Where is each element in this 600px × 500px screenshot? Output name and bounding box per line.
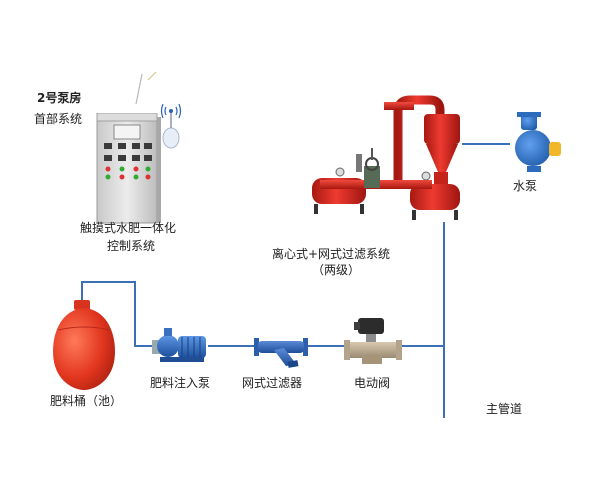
y-filter-icon <box>254 338 308 368</box>
water-pump-icon <box>515 112 561 172</box>
injection-pump-icon <box>152 328 206 362</box>
wireless-antenna-icon <box>160 103 182 149</box>
mesh-filter-label: 网式过滤器 <box>242 376 303 390</box>
pump-room-subtitle: 首部系统 <box>34 112 83 126</box>
centrifugal-filter-icon <box>312 95 460 220</box>
solenoid-valve-icon <box>344 318 402 364</box>
antenna-wires <box>135 71 157 105</box>
injection-pump-label: 肥料注入泵 <box>150 376 211 390</box>
tank-to-pump-line <box>81 281 152 347</box>
valve-label: 电动阀 <box>354 376 391 390</box>
main-pipe-label: 主管道 <box>486 402 523 416</box>
cabinet-label-line2: 控制系统 <box>107 239 156 253</box>
filter-system-label-line1: 离心式+网式过滤系统 <box>272 247 391 261</box>
filter-system-label-line2: （两级） <box>312 263 361 277</box>
fertilizer-tank-label: 肥料桶（池） <box>50 394 123 408</box>
pump-room-title: 2号泵房 <box>37 91 82 105</box>
tank-icon <box>53 300 115 390</box>
control-cabinet-icon <box>96 113 161 224</box>
water-pump-label: 水泵 <box>513 179 538 193</box>
cabinet-label-line1: 触摸式水肥一体化 <box>80 221 177 235</box>
